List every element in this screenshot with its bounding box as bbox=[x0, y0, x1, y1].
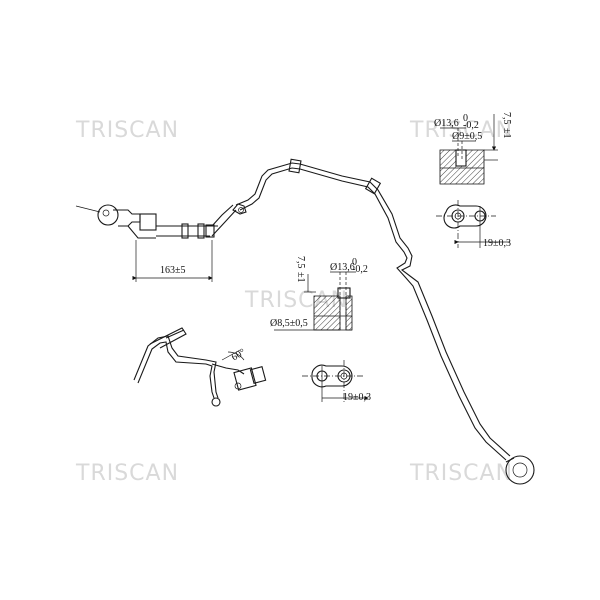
top-inner-dia-label: Ø9±0,5 bbox=[452, 131, 482, 142]
bracket-assembly: 60° bbox=[133, 327, 267, 407]
main-pipe-assembly: 163±5 bbox=[75, 158, 535, 485]
watermark-bottom-left: TRISCAN bbox=[75, 461, 179, 486]
top-outer-dia-tol-upper: 0 bbox=[463, 113, 468, 124]
mid-depth-label: 7,5 bbox=[295, 256, 306, 269]
hose-length-label: 163±5 bbox=[160, 265, 186, 276]
hose-section bbox=[156, 203, 247, 239]
top-depth-label: 7,5 bbox=[501, 112, 512, 125]
mid-flange-spacing-label: 19±0,3 bbox=[343, 392, 371, 403]
bottom-right-fitting bbox=[505, 455, 535, 485]
upper-tube bbox=[235, 158, 511, 461]
mid-outer-dia-label: Ø13,6 bbox=[330, 262, 355, 273]
top-outer-dia-tol-lower: -0,2 bbox=[463, 120, 479, 131]
watermark-top-left: TRISCAN bbox=[75, 118, 179, 143]
mid-outer-dia-tol-upper: 0 bbox=[352, 257, 357, 268]
mid-inner-dia-label: Ø8,5±0,5 bbox=[270, 318, 308, 329]
top-depth-tol: ±1 bbox=[501, 128, 512, 139]
mid-outer-dia-tol-lower: -0,2 bbox=[352, 264, 368, 275]
bend-angle-label: 60° bbox=[230, 347, 248, 364]
watermark-top-right: TRISCAN bbox=[409, 118, 513, 143]
hose-length-dimension: 163±5 bbox=[132, 240, 213, 282]
mid-flange: 19±0,3 bbox=[302, 360, 371, 403]
mid-fitting-detail: Ø13,6 0 -0,2 7,5 ±1 Ø8,5±0,5 19±0,3 bbox=[270, 256, 371, 403]
top-outer-dia-label: Ø13,6 bbox=[434, 118, 459, 129]
left-fitting bbox=[75, 204, 157, 239]
mid-depth-tol: ±1 bbox=[295, 272, 306, 283]
top-fitting-detail: Ø13,6 0 -0,2 Ø9±0,5 7,5 ±1 19±0,3 bbox=[434, 112, 512, 249]
watermark-bottom-right: TRISCAN bbox=[409, 461, 513, 486]
top-flange: 19±0,3 bbox=[436, 200, 511, 249]
top-flange-spacing-label: 19±0,3 bbox=[483, 238, 511, 249]
